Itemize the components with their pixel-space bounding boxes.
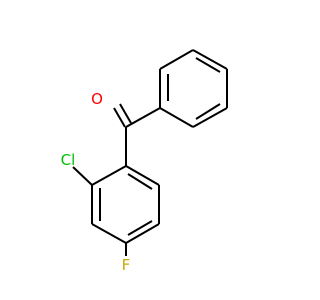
fluorine-atom-label: F: [122, 256, 131, 274]
oxygen-atom-label: O: [91, 90, 103, 108]
lower-ring-bond-6: [91, 165, 127, 186]
carbonyl-to-phenyl-bond: [125, 107, 161, 128]
chlorine-bond: [72, 166, 93, 186]
phenyl-ring-bond-5: [192, 107, 228, 128]
lower-ring-bond-3: [125, 223, 160, 244]
phenyl-aromatic-line-2: [195, 57, 221, 73]
phenyl-ring-bond-3: [192, 49, 228, 70]
carbonyl-bond-inner: [119, 103, 132, 124]
canvas-background: [0, 0, 300, 300]
lower-ring-bond-1: [125, 165, 160, 186]
lower-ring-bond-4: [91, 223, 127, 244]
phenyl-ring-bond-6: [159, 107, 194, 128]
phenyl-ring-bond-2: [159, 49, 194, 70]
chlorine-atom-label: Cl: [61, 151, 76, 169]
carbonyl-bond-outer: [113, 107, 126, 128]
lower-aromatic-line-1: [127, 173, 153, 190]
phenyl-aromatic-line-3: [195, 103, 221, 120]
molecule-structure: O Cl F: [0, 0, 300, 300]
lower-aromatic-line-2: [127, 220, 153, 236]
